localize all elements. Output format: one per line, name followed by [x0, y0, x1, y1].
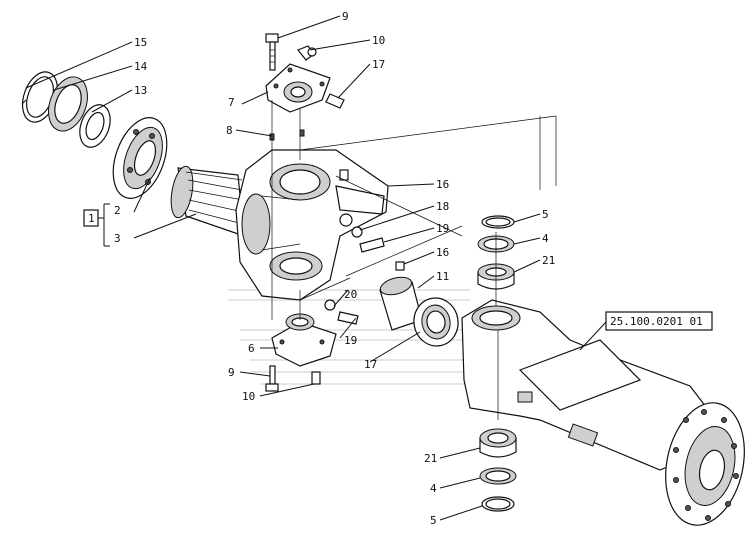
pivot-cap-part-6 [271, 313, 337, 367]
callout-13: 13 [134, 84, 147, 97]
splined-shaft-part-3 [170, 165, 245, 237]
axle-housing [461, 299, 745, 526]
grease-fitting-part-10-top [297, 45, 317, 61]
callout-14: 14 [134, 60, 148, 73]
callout-1: 1 [88, 212, 95, 225]
pivot-cap-part-7 [265, 63, 331, 113]
callout-10-lower: 10 [242, 390, 255, 403]
bolt-part-9-top [265, 33, 279, 71]
bolt-part-19-lower [337, 311, 359, 325]
callout-17-lower: 17 [364, 358, 377, 371]
callout-4-lower: 4 [430, 482, 437, 495]
callout-16-lower: 16 [436, 246, 449, 259]
callout-3: 3 [114, 232, 121, 245]
leader-lines [25, 15, 607, 521]
callout-4-upper: 4 [542, 232, 549, 245]
pin-part-17-top [325, 93, 345, 109]
callout-9-top: 9 [342, 10, 349, 23]
callout-10-top: 10 [372, 34, 385, 47]
assembly-lines [271, 100, 557, 420]
callout-21-upper: 21 [542, 254, 555, 267]
flange-hub-part-2 [112, 117, 168, 199]
callout-20: 20 [344, 288, 357, 301]
callout-bracket-1 [83, 203, 110, 247]
washer-part-20 [324, 299, 336, 311]
bearing-cone-part-21-lower [479, 428, 517, 458]
callout-7: 7 [228, 96, 235, 109]
callout-16-upper: 16 [436, 178, 449, 191]
grease-fitting-part-10-lower [311, 371, 321, 385]
reference-box [605, 311, 713, 331]
callout-21-lower: 21 [424, 452, 437, 465]
washer-part-13 [79, 104, 111, 148]
callout-19-lower: 19 [344, 334, 357, 347]
callout-labels: 15 14 13 2 3 1 9 10 17 7 8 16 18 19 16 1… [88, 10, 703, 527]
steering-knuckle-housing [235, 149, 389, 301]
washer-part-18 [351, 226, 363, 238]
callout-5-lower: 5 [430, 514, 437, 527]
reference-number: 25.100.0201 01 [610, 315, 703, 328]
callout-19-upper: 19 [436, 222, 449, 235]
callout-6: 6 [248, 342, 255, 355]
needle-bearing-part-17 [413, 297, 459, 347]
callout-15: 15 [134, 36, 147, 49]
callout-8: 8 [226, 124, 233, 137]
callout-17-top: 17 [372, 58, 385, 71]
seal-ring-part-14 [48, 76, 88, 132]
seal-ring-part-5-upper [481, 215, 515, 229]
bolt-part-19-upper [359, 237, 385, 253]
callout-9-lower: 9 [228, 366, 235, 379]
seal-part-4-lower [479, 467, 517, 485]
seal-ring-part-5-lower [481, 496, 515, 512]
bolt-part-9-lower [265, 365, 279, 392]
callout-11: 11 [436, 270, 449, 283]
callout-2: 2 [114, 204, 121, 217]
callout-18: 18 [436, 200, 449, 213]
plug-part-16-lower [395, 261, 405, 271]
dowel-pins-part-8 [269, 129, 305, 141]
callout-5-upper: 5 [542, 208, 549, 221]
